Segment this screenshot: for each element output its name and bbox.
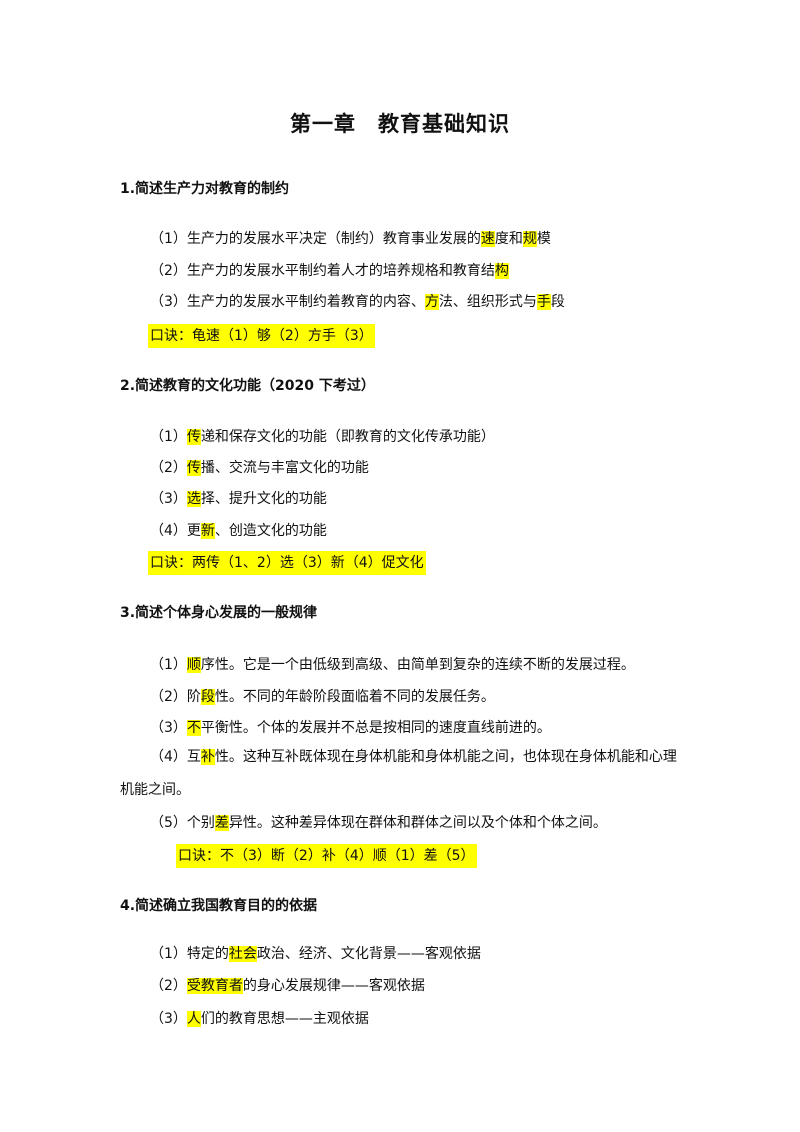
highlighted-text: 方 bbox=[424, 294, 439, 310]
highlighted-text: 补 bbox=[200, 749, 215, 765]
section-heading-3: 3.简述个体身心发展的一般规律 bbox=[120, 605, 318, 621]
text-segment: （1）特定的 bbox=[150, 946, 229, 962]
text-segment: 平衡性。个体的发展并不总是按相同的速度直线前进的。 bbox=[200, 720, 551, 736]
highlighted-text: 社会 bbox=[228, 946, 257, 962]
highlighted-text: 段 bbox=[200, 689, 215, 705]
text-segment: 性。这种互补既体现在身体机能和身体机能之间，也体现在身体机能和心理机能之间。 bbox=[120, 749, 677, 798]
text-segment: 段 bbox=[550, 294, 565, 310]
chapter-title: 第一章 教育基础知识 bbox=[290, 112, 510, 136]
list-item: （3）人们的教育思想——主观依据 bbox=[150, 1008, 369, 1030]
text-segment: （2） bbox=[150, 978, 187, 994]
highlighted-text: 新 bbox=[200, 523, 215, 539]
text-segment: （1） bbox=[150, 657, 187, 673]
text-segment: 度和 bbox=[494, 231, 523, 247]
text-segment: （4）互 bbox=[150, 749, 201, 765]
text-segment: 择、提升文化的功能 bbox=[200, 491, 327, 507]
list-item: （2）受教育者的身心发展规律——客观依据 bbox=[150, 975, 425, 997]
highlighted-text: 人 bbox=[186, 1011, 201, 1027]
list-item: （2）生产力的发展水平制约着人才的培养规格和教育结构 bbox=[150, 260, 509, 282]
highlighted-text: 规 bbox=[522, 231, 537, 247]
text-segment: 的身心发展规律——客观依据 bbox=[242, 978, 425, 994]
mnemonic-2: 口诀：两传（1、2）选（3）新（4）促文化 bbox=[148, 551, 426, 575]
list-item: （3）选择、提升文化的功能 bbox=[150, 488, 327, 510]
text-segment: 序性。它是一个由低级到高级、由简单到复杂的连续不断的发展过程。 bbox=[200, 657, 635, 673]
highlighted-text: 差 bbox=[214, 815, 229, 831]
list-item: （1）生产力的发展水平决定（制约）教育事业发展的速度和规模 bbox=[150, 228, 551, 250]
highlighted-text: 构 bbox=[494, 263, 509, 279]
highlighted-text: 传 bbox=[186, 460, 201, 476]
text-segment: 播、交流与丰富文化的功能 bbox=[200, 460, 369, 476]
list-item: （4）互补性。这种互补既体现在身体机能和身体机能之间，也体现在身体机能和心理机能… bbox=[120, 741, 690, 807]
highlighted-text: 顺 bbox=[186, 657, 201, 673]
highlighted-text: 手 bbox=[536, 294, 551, 310]
text-segment: （1）生产力的发展水平决定（制约）教育事业发展的 bbox=[150, 231, 481, 247]
text-segment: （2）生产力的发展水平制约着人才的培养规格和教育结 bbox=[150, 263, 495, 279]
mnemonic-text: 口诀：龟速（1）够（2）方手（3） bbox=[148, 324, 375, 348]
section-heading-4: 4.简述确立我国教育目的的依据 bbox=[120, 898, 318, 914]
list-item: （1）传递和保存文化的功能（即教育的文化传承功能） bbox=[150, 426, 495, 448]
text-segment: 异性。这种差异体现在群体和群体之间以及个体和个体之间。 bbox=[228, 815, 607, 831]
text-segment: （3） bbox=[150, 491, 187, 507]
text-segment: 、创造文化的功能 bbox=[214, 523, 327, 539]
list-item: （3）不平衡性。个体的发展并不总是按相同的速度直线前进的。 bbox=[150, 717, 551, 739]
mnemonic-text: 口诀：不（3）断（2）补（4）顺（1）差（5） bbox=[176, 844, 477, 868]
mnemonic-1: 口诀：龟速（1）够（2）方手（3） bbox=[148, 324, 375, 348]
text-segment: 递和保存文化的功能（即教育的文化传承功能） bbox=[200, 429, 495, 445]
list-item: （1）顺序性。它是一个由低级到高级、由简单到复杂的连续不断的发展过程。 bbox=[150, 654, 635, 676]
mnemonic-3: 口诀：不（3）断（2）补（4）顺（1）差（5） bbox=[176, 844, 477, 868]
highlighted-text: 不 bbox=[186, 720, 201, 736]
highlighted-text: 受教育者 bbox=[186, 978, 243, 994]
list-item: （3）生产力的发展水平制约着教育的内容、方法、组织形式与手段 bbox=[150, 291, 565, 313]
highlighted-text: 选 bbox=[186, 491, 201, 507]
list-item: （5）个别差异性。这种差异体现在群体和群体之间以及个体和个体之间。 bbox=[150, 812, 607, 834]
highlighted-text: 传 bbox=[186, 429, 201, 445]
section-heading-2: 2.简述教育的文化功能（2020 下考过） bbox=[120, 378, 375, 394]
text-segment: （2）阶 bbox=[150, 689, 201, 705]
mnemonic-text: 口诀：两传（1、2）选（3）新（4）促文化 bbox=[148, 551, 426, 575]
text-segment: （3）生产力的发展水平制约着教育的内容、 bbox=[150, 294, 425, 310]
list-item: （2）传播、交流与丰富文化的功能 bbox=[150, 457, 369, 479]
list-item: （4）更新、创造文化的功能 bbox=[150, 520, 327, 542]
text-segment: （5）个别 bbox=[150, 815, 215, 831]
list-item: （2）阶段性。不同的年龄阶段面临着不同的发展任务。 bbox=[150, 686, 495, 708]
text-segment: （1） bbox=[150, 429, 187, 445]
highlighted-text: 速 bbox=[480, 231, 495, 247]
section-heading-1: 1.简述生产力对教育的制约 bbox=[120, 181, 290, 197]
text-segment: （3） bbox=[150, 720, 187, 736]
text-segment: （4）更 bbox=[150, 523, 201, 539]
text-segment: （3） bbox=[150, 1011, 187, 1027]
text-segment: 性。不同的年龄阶段面临着不同的发展任务。 bbox=[214, 689, 495, 705]
text-segment: （2） bbox=[150, 460, 187, 476]
text-segment: 模 bbox=[536, 231, 551, 247]
text-segment: 政治、经济、文化背景——客观依据 bbox=[256, 946, 481, 962]
text-segment: 法、组织形式与 bbox=[438, 294, 537, 310]
list-item: （1）特定的社会政治、经济、文化背景——客观依据 bbox=[150, 943, 481, 965]
text-segment: 们的教育思想——主观依据 bbox=[200, 1011, 369, 1027]
